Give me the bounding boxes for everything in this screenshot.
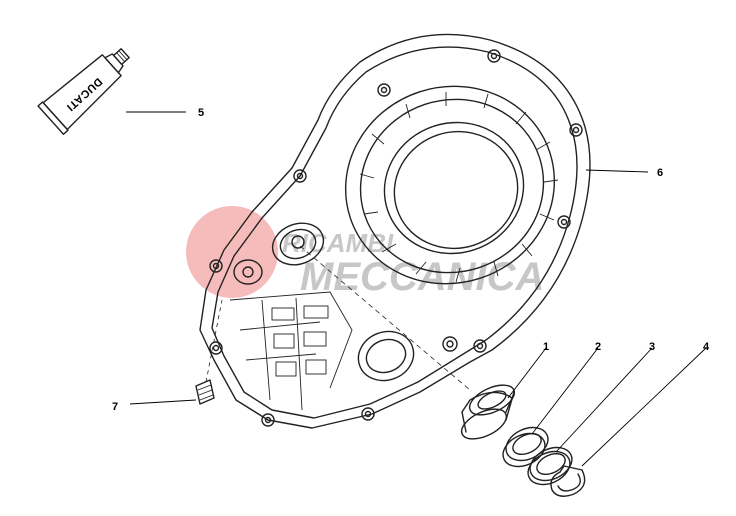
callout-1: 1 [543,341,549,353]
callout-4: 4 [703,341,710,353]
dowel-pin [195,299,223,405]
bushing [460,384,516,440]
callout-labels: 1 2 3 4 5 6 7 [112,107,710,413]
callout-7: 7 [112,401,118,413]
callout-2: 2 [595,341,601,353]
watermark-circle [186,206,278,298]
callout-5: 5 [198,107,204,119]
o-ring [502,426,549,468]
circlip [550,465,586,497]
watermark-line1: RICAMBI [282,228,394,258]
sealant-tube-icon: DUCATI [37,48,130,135]
callout-6: 6 [657,167,663,179]
watermark: RICAMBI MECCANICA [186,206,544,299]
washer [527,446,573,486]
callout-3: 3 [649,341,655,353]
clutch-cover [199,33,591,429]
leader-lines [126,111,707,467]
watermark-line2: MECCANICA [300,255,544,299]
